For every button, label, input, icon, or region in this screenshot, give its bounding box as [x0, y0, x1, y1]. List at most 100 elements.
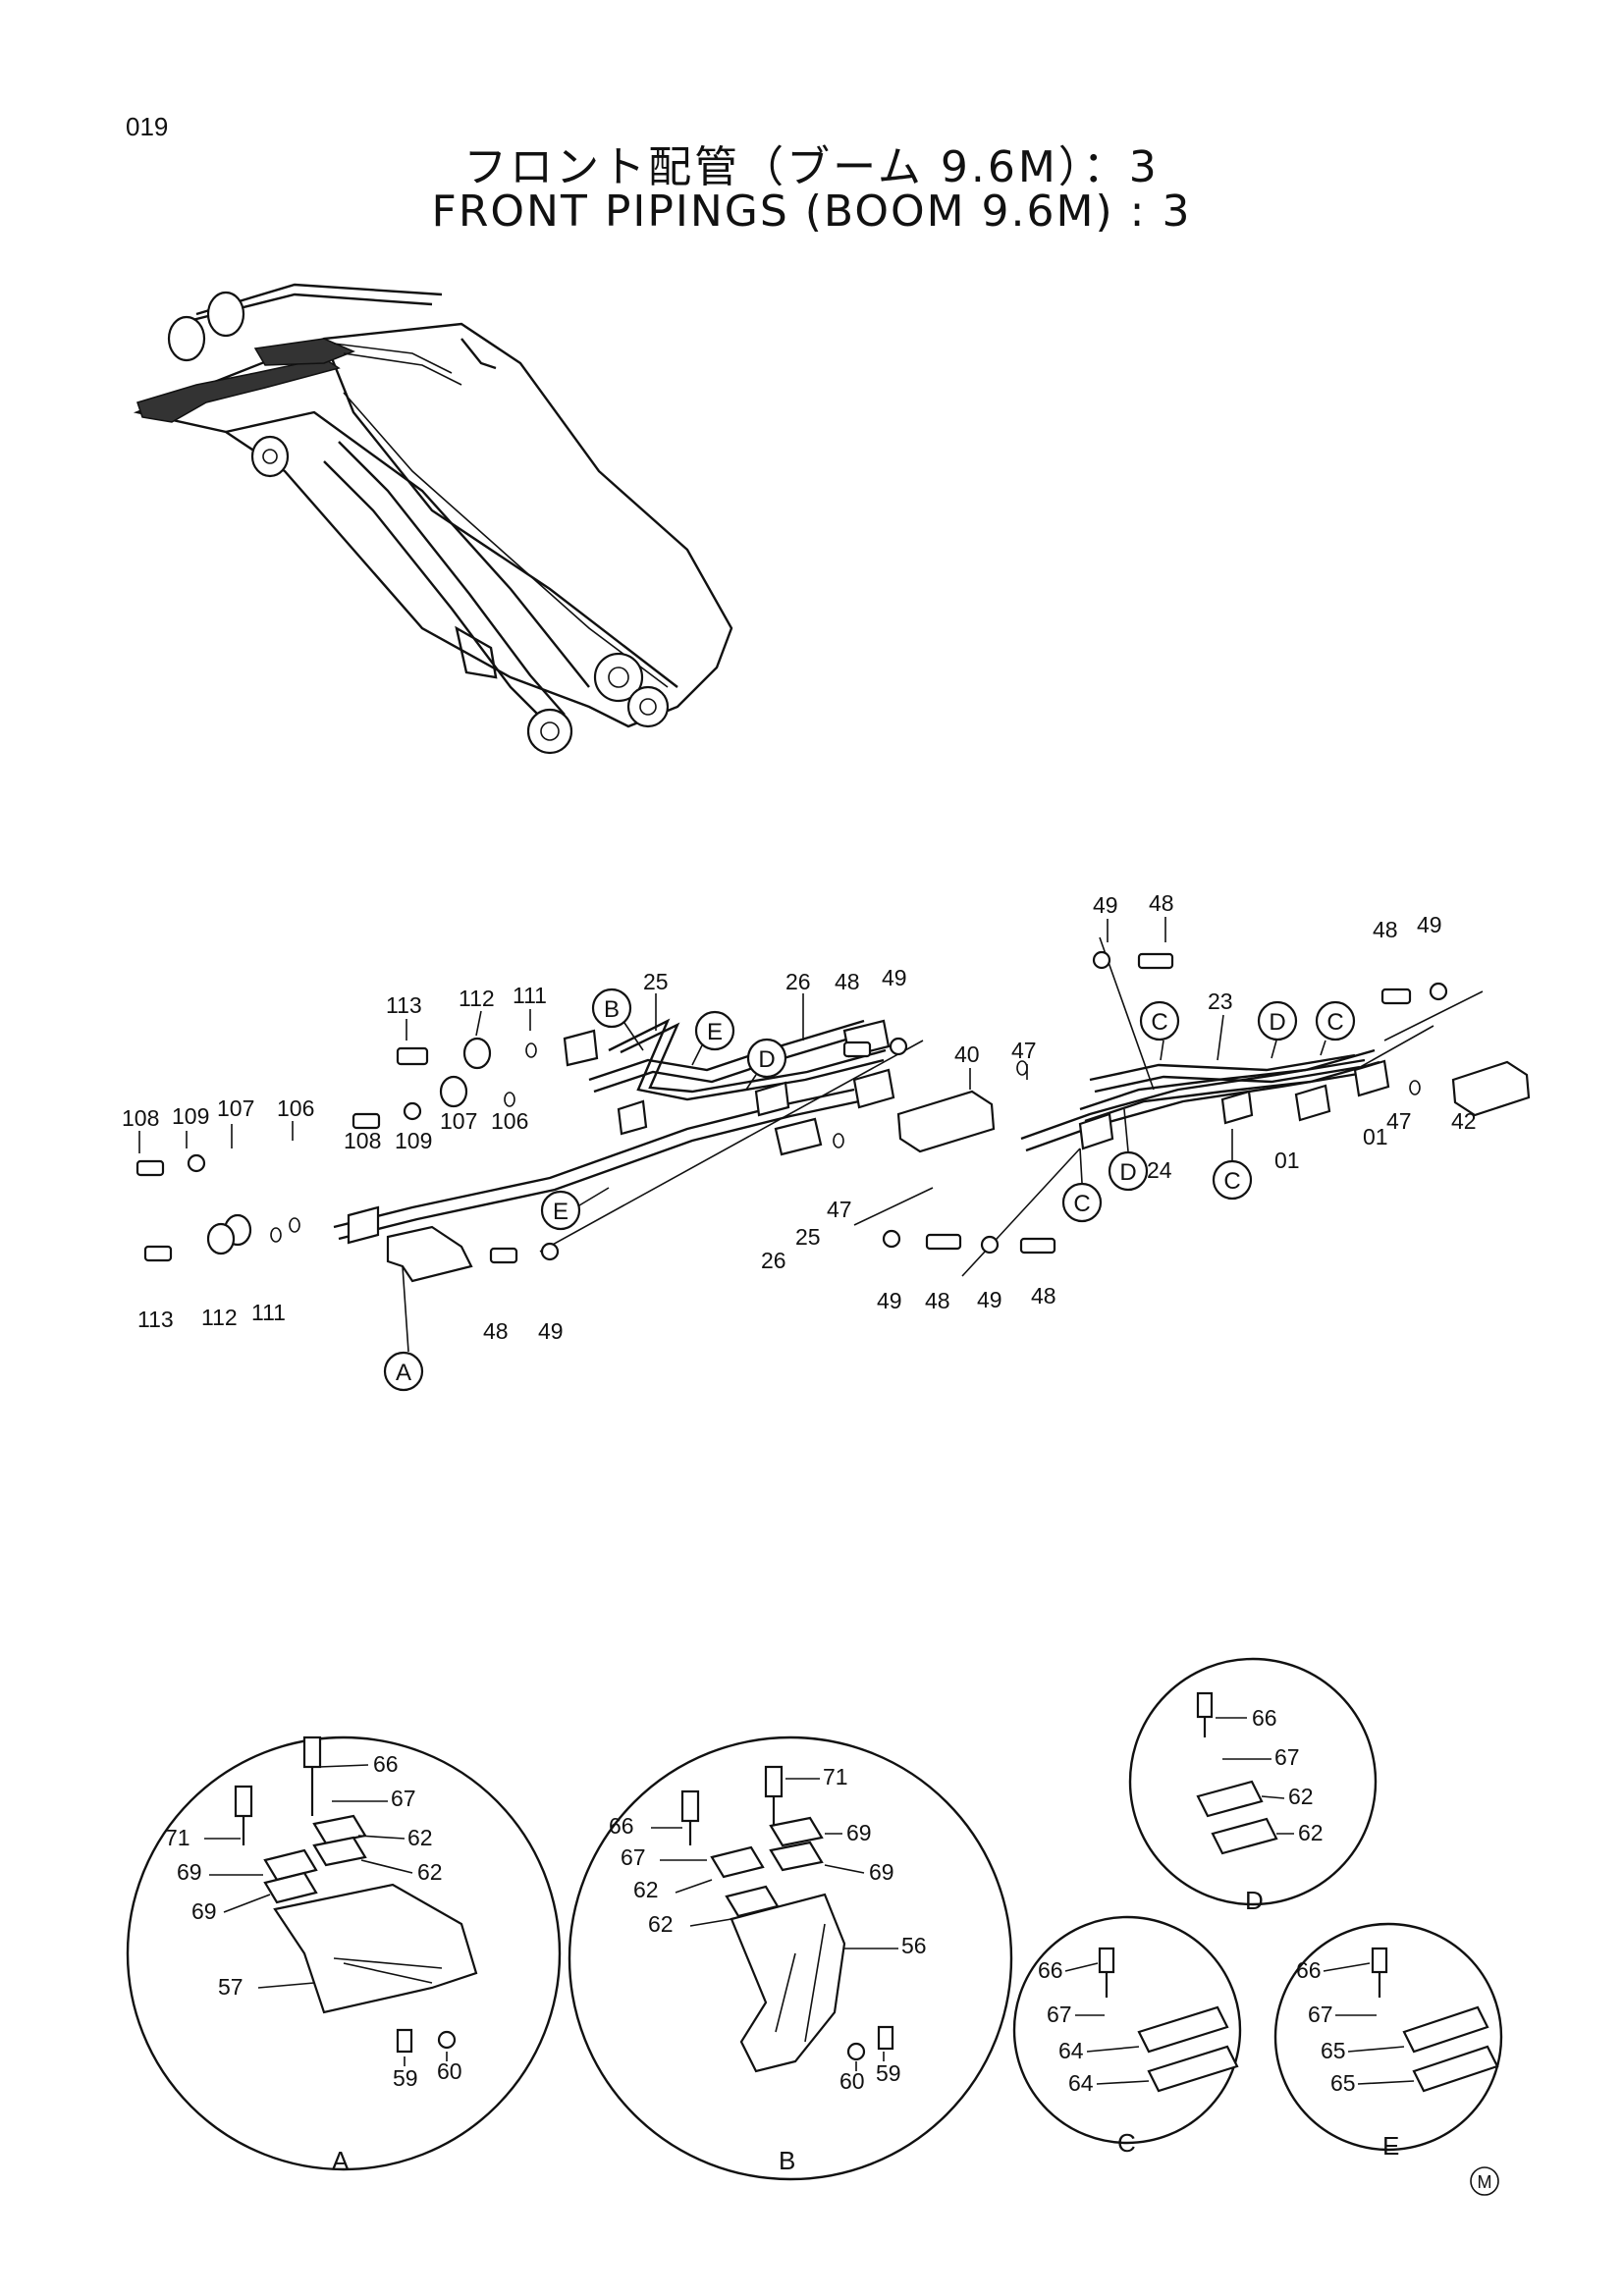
callout-107-left: 107: [217, 1095, 254, 1121]
tag-C-top: C: [1139, 1000, 1180, 1041]
svg-text:E: E: [553, 1199, 568, 1225]
detail-A-part-69b: 69: [191, 1898, 217, 1924]
tag-D-upper: D: [746, 1038, 787, 1079]
callout-48-bottom: 48: [1031, 1283, 1056, 1308]
detail-C-label: C: [1117, 2128, 1136, 2158]
tag-B-upper: B: [591, 988, 632, 1029]
detail-B-part-66: 66: [609, 1813, 634, 1839]
page-number: 019: [126, 112, 169, 141]
callout-26-upper: 26: [785, 969, 811, 994]
detail-B-part-56: 56: [901, 1933, 927, 1958]
detail-E-part-67: 67: [1308, 2002, 1333, 2027]
callout-49-bottom-left: 49: [877, 1288, 902, 1313]
detail-A-part-67: 67: [391, 1786, 416, 1811]
callout-49-bottom: 49: [977, 1287, 1002, 1312]
detail-E-part-66: 66: [1296, 1957, 1322, 1983]
footer-mark: M: [1470, 2166, 1499, 2196]
svg-text:E: E: [707, 1019, 723, 1045]
svg-text:C: C: [1073, 1191, 1090, 1217]
callout-01-center: 01: [1274, 1148, 1300, 1173]
callout-113-upper: 113: [386, 992, 422, 1018]
callout-25-upper: 25: [643, 969, 669, 994]
callout-24: 24: [1147, 1157, 1172, 1183]
detail-B: 71 66 69 67 62 69 62 56 60 59 B: [568, 1735, 1013, 2181]
detail-D-part-62b: 62: [1298, 1820, 1324, 1845]
detail-A-part-57: 57: [218, 1974, 243, 2000]
callout-108-left: 108: [122, 1105, 159, 1131]
callout-112-upper: 112: [459, 986, 495, 1011]
detail-C-part-66: 66: [1038, 1957, 1063, 1983]
detail-A: 66 67 71 62 69 62 69 57 59 60 A: [126, 1735, 562, 2175]
callout-112-lower: 112: [201, 1305, 238, 1330]
detail-D-part-66: 66: [1252, 1705, 1277, 1731]
callout-48-bottom-left: 48: [925, 1288, 950, 1313]
tag-C-topright: C: [1315, 1000, 1356, 1041]
main-callout-labels: 113 112 111 108 109 107 106 108 109 107 …: [122, 890, 1477, 1344]
callout-48-upper: 48: [835, 969, 860, 994]
tag-E-lower: E: [540, 1190, 581, 1231]
tag-C-lowleft: C: [1061, 1182, 1103, 1223]
detail-D-part-67: 67: [1274, 1744, 1300, 1770]
title-japanese: フロント配管（ブーム 9.6M）：3: [463, 142, 1160, 192]
callout-40: 40: [954, 1041, 980, 1067]
callout-111-lower: 111: [251, 1300, 286, 1325]
detail-E-label: E: [1382, 2131, 1399, 2161]
callout-49-upper: 49: [882, 965, 907, 990]
callout-47-upper: 47: [1011, 1038, 1037, 1063]
detail-B-label: B: [779, 2146, 795, 2175]
detail-C-part-67: 67: [1047, 2002, 1072, 2027]
detail-E: 66 67 65 65 E: [1273, 1922, 1503, 2161]
tag-C-low: C: [1212, 1159, 1253, 1201]
detail-B-part-62a: 62: [633, 1877, 659, 1902]
detail-A-part-60: 60: [437, 2058, 462, 2084]
detail-A-part-71: 71: [165, 1825, 190, 1850]
detail-B-part-67: 67: [621, 1844, 646, 1870]
callout-01-right: 01: [1363, 1124, 1388, 1149]
callout-48-lower: 48: [483, 1318, 509, 1344]
tag-D-low: D: [1108, 1150, 1149, 1192]
detail-B-part-60: 60: [839, 2068, 865, 2094]
callout-42: 42: [1451, 1108, 1477, 1134]
detail-A-part-62b: 62: [417, 1859, 443, 1885]
callout-47-lower: 47: [827, 1197, 852, 1222]
svg-text:C: C: [1223, 1168, 1240, 1195]
callout-23: 23: [1208, 988, 1233, 1014]
callout-25-lower: 25: [795, 1224, 821, 1250]
detail-E-part-65b: 65: [1330, 2070, 1356, 2096]
tag-D-top: D: [1257, 1000, 1298, 1041]
callout-113-lower: 113: [137, 1307, 174, 1332]
svg-text:A: A: [396, 1360, 411, 1386]
tag-E-upper: E: [694, 1010, 735, 1051]
footer-mark-letter: M: [1478, 2172, 1492, 2192]
detail-B-part-69a: 69: [846, 1820, 872, 1845]
callout-48-topright: 48: [1373, 917, 1398, 942]
detail-B-part-59: 59: [876, 2060, 901, 2086]
main-hardware: [135, 950, 1448, 1264]
boom-overview-illustration: [133, 283, 733, 755]
svg-text:C: C: [1151, 1009, 1167, 1036]
callout-106-left: 106: [277, 1095, 314, 1121]
svg-text:B: B: [604, 996, 620, 1023]
callout-26-lower: 26: [761, 1248, 786, 1273]
callout-107-center: 107: [440, 1108, 477, 1134]
detail-E-part-65a: 65: [1321, 2038, 1346, 2063]
callout-49-lower: 49: [538, 1318, 564, 1344]
detail-C-part-64a: 64: [1058, 2038, 1084, 2063]
detail-A-part-69a: 69: [177, 1859, 202, 1885]
callout-49-top: 49: [1093, 892, 1118, 918]
title-english: FRONT PIPINGS (BOOM 9.6M) : 3: [431, 187, 1192, 237]
detail-A-label: A: [332, 2146, 350, 2175]
callout-48-top: 48: [1149, 890, 1174, 916]
callout-108-center: 108: [344, 1128, 381, 1153]
detail-A-part-59: 59: [393, 2065, 418, 2091]
detail-D-part-62a: 62: [1288, 1784, 1314, 1809]
callout-47-right: 47: [1386, 1108, 1412, 1134]
detail-A-part-66: 66: [373, 1751, 399, 1777]
detail-D: 66 67 62 62 D: [1128, 1657, 1378, 1915]
detail-B-part-69b: 69: [869, 1859, 894, 1885]
detail-B-part-71: 71: [823, 1764, 848, 1789]
detail-D-label: D: [1245, 1886, 1264, 1915]
callout-109-left: 109: [172, 1103, 209, 1129]
